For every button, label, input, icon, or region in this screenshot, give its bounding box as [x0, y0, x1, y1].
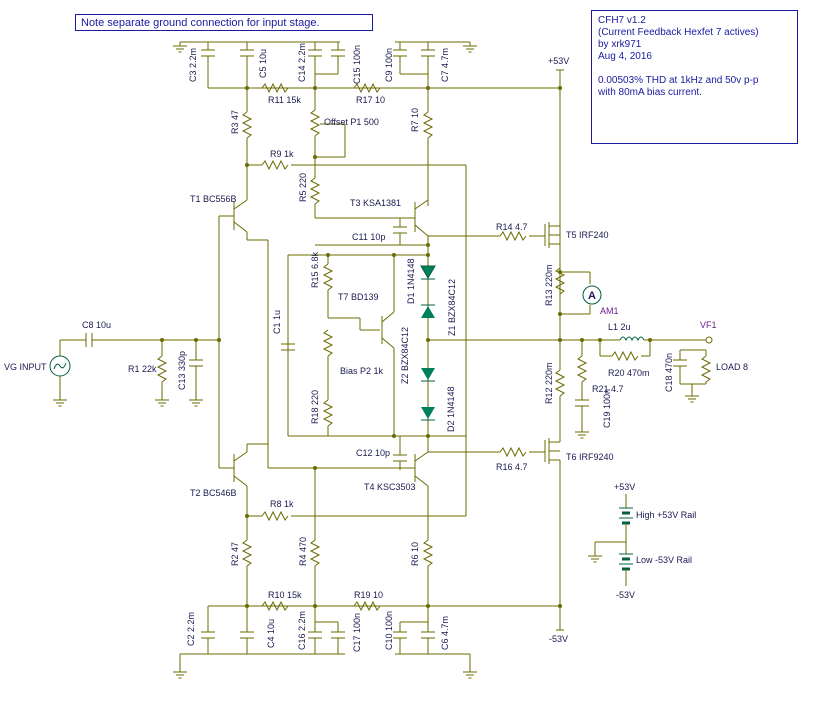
- ammeter-glyph: A: [588, 290, 596, 302]
- info-title: CFH7 v1.2: [598, 15, 646, 26]
- junction-dots: [160, 86, 652, 608]
- label-am1: AM1: [600, 306, 619, 316]
- label-t4: T4 KSC3503: [364, 482, 416, 492]
- label-r15: R15 6.8k: [310, 251, 320, 288]
- label-r11: R11 15k: [268, 95, 301, 105]
- label-offset-p1: Offset P1 500: [324, 117, 379, 127]
- label-r20: R20 470m: [608, 368, 650, 378]
- label-t7: T7 BD139: [338, 292, 379, 302]
- label-load: LOAD 8: [716, 362, 748, 372]
- label-r12: R12 220m: [544, 362, 554, 404]
- label-vg-input: VG INPUT: [4, 362, 47, 372]
- label-t5: T5 IRF240: [566, 230, 609, 240]
- label-high-rail: High +53V Rail: [636, 510, 696, 520]
- label-c13: C13 330p: [177, 351, 187, 390]
- note-text: Note separate ground connection for inpu…: [81, 17, 320, 29]
- label-z2: Z2 BZX84C12: [400, 327, 410, 384]
- label-c7: C7 4.7m: [440, 48, 450, 82]
- label-r3: R3 47: [230, 110, 240, 134]
- label-r19: R19 10: [354, 590, 383, 600]
- label-r17: R17 10: [356, 95, 385, 105]
- info-author: by xrk971: [598, 39, 642, 50]
- label-plus53-top: +53V: [548, 56, 569, 66]
- label-r5: R5 220: [298, 173, 308, 202]
- label-r6: R6 10: [410, 542, 420, 566]
- label-c8: C8 10u: [82, 320, 111, 330]
- label-d1: D1 1N4148: [406, 258, 416, 304]
- info-thd-line2: with 80mA bias current.: [598, 87, 702, 98]
- label-r16: R16 4.7: [496, 462, 528, 472]
- label-c4: C4 10u: [266, 619, 276, 648]
- label-minus53-source: -53V: [616, 590, 635, 600]
- label-c16: C16 2.2m: [297, 611, 307, 650]
- label-c2: C2 2.2m: [186, 612, 196, 646]
- label-vf1: VF1: [700, 320, 717, 330]
- label-c11: C11 10p: [352, 232, 385, 242]
- label-r8: R8 1k: [270, 499, 294, 509]
- label-r9: R9 1k: [270, 149, 294, 159]
- info-date: Aug 4, 2016: [598, 51, 652, 62]
- label-d2: D2 1N4148: [446, 386, 456, 432]
- label-minus53-bottom: -53V: [549, 634, 568, 644]
- info-subtitle: (Current Feedback Hexfet 7 actives): [598, 27, 759, 38]
- info-thd-line1: 0.00503% THD at 1kHz and 50v p-p: [598, 75, 759, 86]
- label-r18: R18 220: [310, 390, 320, 424]
- label-t2: T2 BC546B: [190, 488, 237, 498]
- label-t1: T1 BC556B: [190, 194, 237, 204]
- label-l1: L1 2u: [608, 322, 631, 332]
- label-bias-p2: Bias P2 1k: [340, 366, 384, 376]
- label-t6: T6 IRF9240: [566, 452, 614, 462]
- info-box: CFH7 v1.2 (Current Feedback Hexfet 7 act…: [591, 10, 798, 144]
- label-r13: R13 220m: [544, 264, 554, 306]
- label-r1: R1 22k: [128, 364, 157, 374]
- label-plus53-source: +53V: [614, 482, 635, 492]
- label-c12: C12 10p: [356, 448, 390, 458]
- label-c10: C10 100n: [384, 611, 394, 650]
- label-z1: Z1 BZX84C12: [447, 279, 457, 336]
- label-c3: C3 2.2m: [188, 48, 198, 82]
- label-r4: R4 470: [298, 537, 308, 566]
- label-c1: C1 1u: [272, 310, 282, 334]
- label-c19: C19 100n: [602, 389, 612, 428]
- label-c14: C14 2.2m: [297, 43, 307, 82]
- label-r10: R10 15k: [268, 590, 302, 600]
- label-r7: R7 10: [410, 108, 420, 132]
- label-c5: C5 10u: [258, 49, 268, 78]
- label-c9: C9 100n: [384, 48, 394, 82]
- note-box: Note separate ground connection for inpu…: [75, 14, 373, 31]
- label-r21: R21 4.7: [592, 384, 624, 394]
- label-t3: T3 KSA1381: [350, 198, 401, 208]
- label-r2: R2 47: [230, 542, 240, 566]
- label-c18: C18 470n: [664, 353, 674, 392]
- label-c6: C6 4.7m: [440, 616, 450, 650]
- label-c17: C17 100n: [352, 613, 362, 652]
- label-r14: R14 4.7: [496, 222, 528, 232]
- label-low-rail: Low -53V Rail: [636, 555, 692, 565]
- label-c15: C15 100n: [352, 45, 362, 84]
